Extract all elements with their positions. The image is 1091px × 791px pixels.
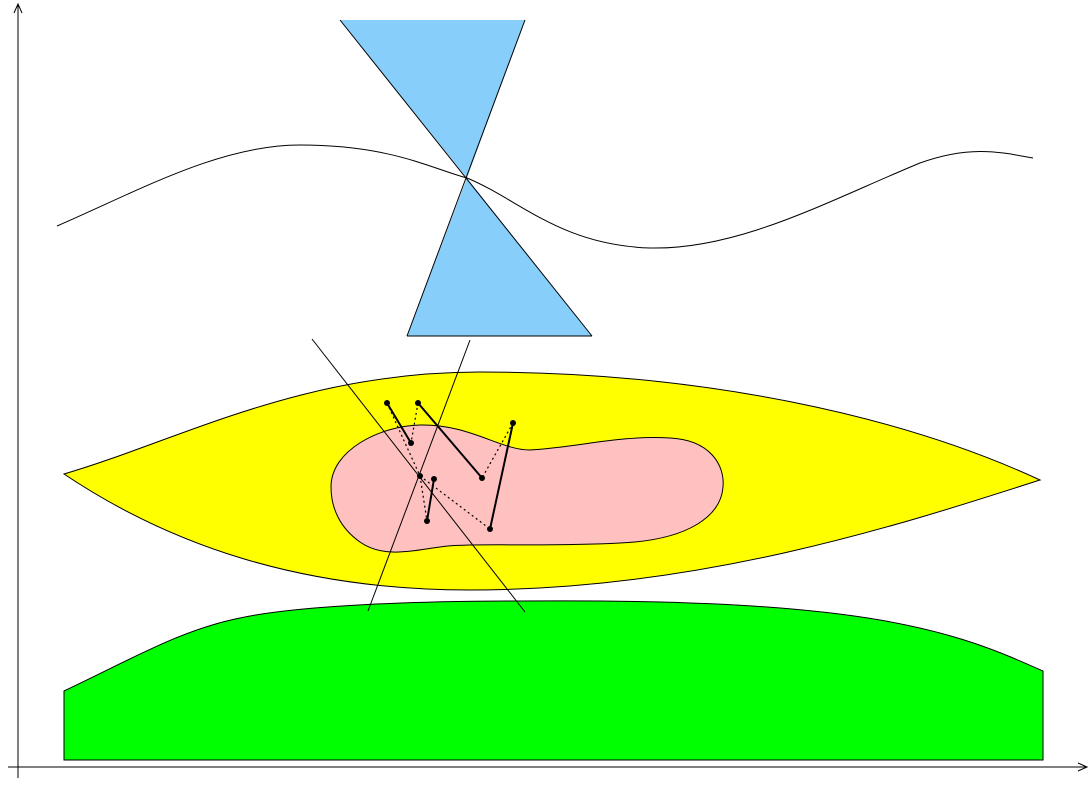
chain-nodes	[384, 400, 516, 532]
chain-solid-segment	[426, 478, 435, 522]
chain-dotted-segment	[410, 402, 419, 444]
chain-node	[487, 526, 493, 532]
chain-dotted-segment	[481, 422, 514, 479]
coordinate-axes	[8, 2, 1089, 778]
ground-region	[63, 600, 1044, 761]
chain-node	[408, 440, 414, 446]
chain-node	[384, 400, 390, 406]
chain-node	[417, 473, 423, 479]
chain-node	[510, 420, 516, 426]
x-axis-arrowhead	[1077, 762, 1089, 772]
chain-dotted-segments	[386, 402, 514, 530]
chain-node	[479, 475, 485, 481]
chain-path	[386, 402, 514, 530]
chain-solid-segments	[386, 402, 514, 530]
chain-solid-segment	[386, 402, 412, 444]
chain-solid-segment	[417, 402, 483, 479]
chain-node	[415, 400, 421, 406]
chain-node	[424, 518, 430, 524]
cone-upper-triangle	[340, 20, 525, 178]
chain-solid-segment	[489, 422, 514, 530]
wave-curve	[56, 144, 1034, 249]
chain-dotted-segment	[386, 402, 421, 477]
chain-node	[431, 476, 437, 482]
cone-lower-triangle	[407, 178, 592, 336]
y-axis-arrowhead	[13, 2, 23, 14]
